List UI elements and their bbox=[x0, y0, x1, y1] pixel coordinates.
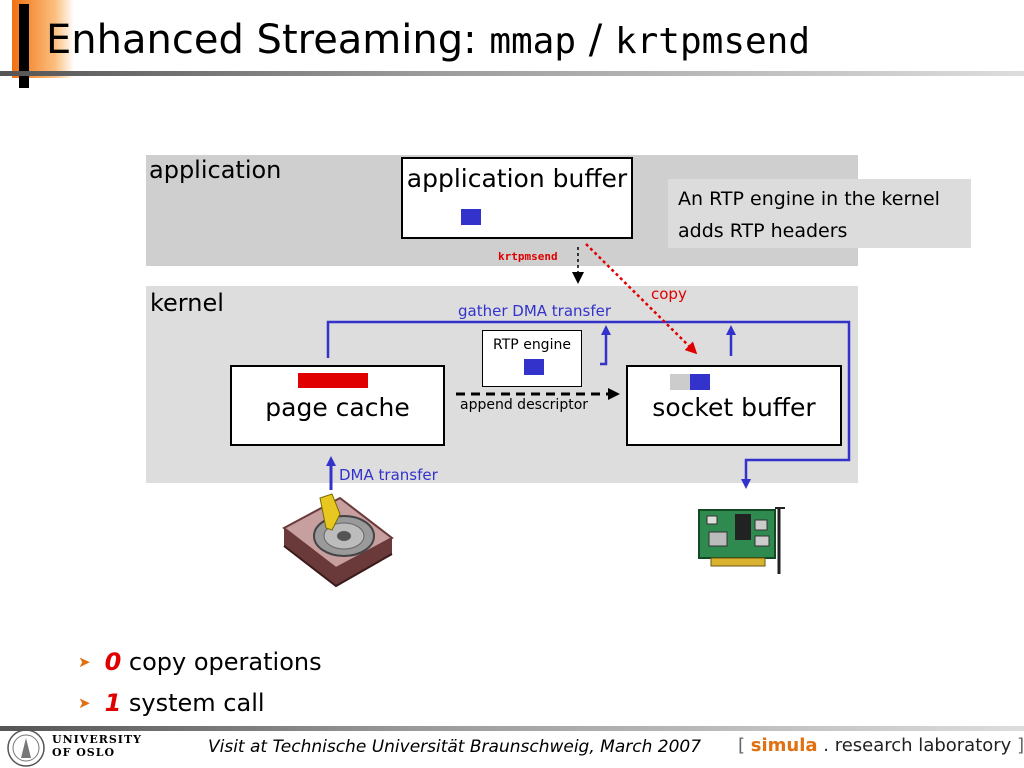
application-layer-label: application bbox=[149, 156, 282, 184]
gather-dma-label: gather DMA transfer bbox=[458, 302, 612, 320]
title-accent-bar bbox=[19, 4, 29, 88]
note-line-1: An RTP engine in the kernel bbox=[678, 188, 940, 210]
university-line-1: UNIVERSITY bbox=[52, 733, 142, 746]
simula-bracket-open: [ bbox=[738, 735, 746, 756]
simula-name: simula bbox=[750, 735, 818, 756]
socket-header-block bbox=[670, 374, 690, 390]
dma-transfer-label: DMA transfer bbox=[339, 466, 438, 484]
bullet-number: 0 bbox=[104, 648, 122, 676]
bullet-arrow-icon: ➤ bbox=[78, 653, 91, 671]
title-code-mmap: mmap bbox=[489, 21, 577, 62]
copy-dotted-arrow bbox=[585, 243, 698, 355]
socket-data-block bbox=[690, 374, 710, 390]
application-data-block bbox=[461, 209, 481, 225]
slide-title: Enhanced Streaming: mmap / krtpmsend bbox=[46, 18, 810, 62]
gather-dma-path bbox=[326, 320, 851, 489]
rtp-engine-gather-arrow bbox=[600, 325, 611, 366]
university-name: UNIVERSITY OF OSLO bbox=[52, 733, 142, 759]
rtp-engine-box: RTP engine bbox=[482, 330, 582, 387]
title-code-krtpmsend: krtpmsend bbox=[614, 21, 811, 62]
bullet-text: system call bbox=[121, 689, 265, 717]
footer-divider bbox=[0, 726, 1024, 731]
title-separator: / bbox=[588, 17, 603, 63]
socket-buffer-label: socket buffer bbox=[652, 393, 816, 422]
bullet-text: copy operations bbox=[121, 648, 322, 676]
footer-event-text: Visit at Technische Universität Braunsch… bbox=[208, 737, 702, 757]
university-line-2: OF OSLO bbox=[52, 746, 116, 759]
bullet-arrow-icon: ➤ bbox=[78, 694, 91, 712]
simula-bracket-close: ] bbox=[1017, 735, 1024, 756]
rtp-engine-label: RTP engine bbox=[493, 337, 571, 353]
network-card-icon bbox=[698, 507, 785, 574]
kernel-layer-label: kernel bbox=[150, 289, 224, 317]
bullet-copy-operations: ➤ 0 copy operations bbox=[78, 648, 322, 676]
note-line-2: adds RTP headers bbox=[678, 220, 848, 242]
syscall-label: krtpmsend bbox=[498, 250, 558, 263]
rtp-header-block bbox=[524, 359, 544, 375]
hard-disk-icon bbox=[282, 493, 394, 588]
page-cache-data-block bbox=[298, 373, 368, 388]
application-buffer-label: application buffer bbox=[406, 164, 628, 193]
append-descriptor-label: append descriptor bbox=[460, 397, 589, 413]
rtp-engine-note: An RTP engine in the kernel adds RTP hea… bbox=[668, 179, 971, 248]
bullet-system-call: ➤ 1 system call bbox=[78, 689, 265, 717]
university-seal-icon bbox=[7, 729, 45, 767]
simula-dot: . bbox=[817, 735, 835, 756]
simula-research-lab: research laboratory bbox=[834, 735, 1012, 756]
copy-label: copy bbox=[651, 285, 687, 303]
bullet-number: 1 bbox=[104, 689, 122, 717]
title-main: Enhanced Streaming: bbox=[46, 17, 477, 63]
application-buffer-box: application buffer bbox=[401, 157, 633, 239]
socket-buffer-box: socket buffer bbox=[626, 365, 842, 446]
simula-logo: [ simula . research laboratory ] bbox=[738, 735, 1024, 756]
page-cache-label: page cache bbox=[265, 393, 410, 422]
title-divider bbox=[0, 71, 1024, 76]
